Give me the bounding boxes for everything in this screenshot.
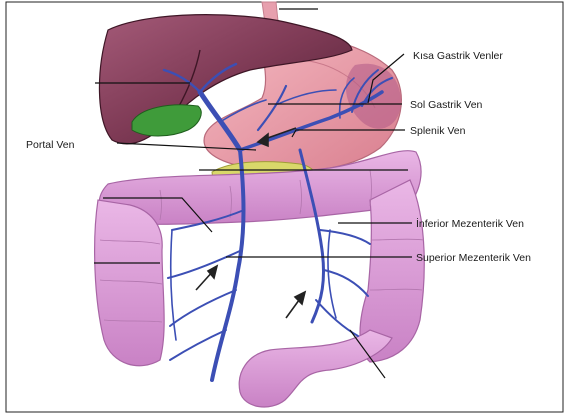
label-kisa-gastrik-venler: Kısa Gastrik Venler [413, 50, 503, 62]
label-portal-ven: Portal Ven [26, 139, 75, 151]
label-inferior-mezenterik-ven: İnferior Mezenterik Ven [416, 217, 524, 230]
label-splenik-ven: Splenik Ven [410, 125, 466, 137]
label-superior-mezenterik-ven: Superior Mezenterik Ven [416, 252, 531, 264]
label-sol-gastrik-ven: Sol Gastrik Ven [410, 99, 483, 111]
